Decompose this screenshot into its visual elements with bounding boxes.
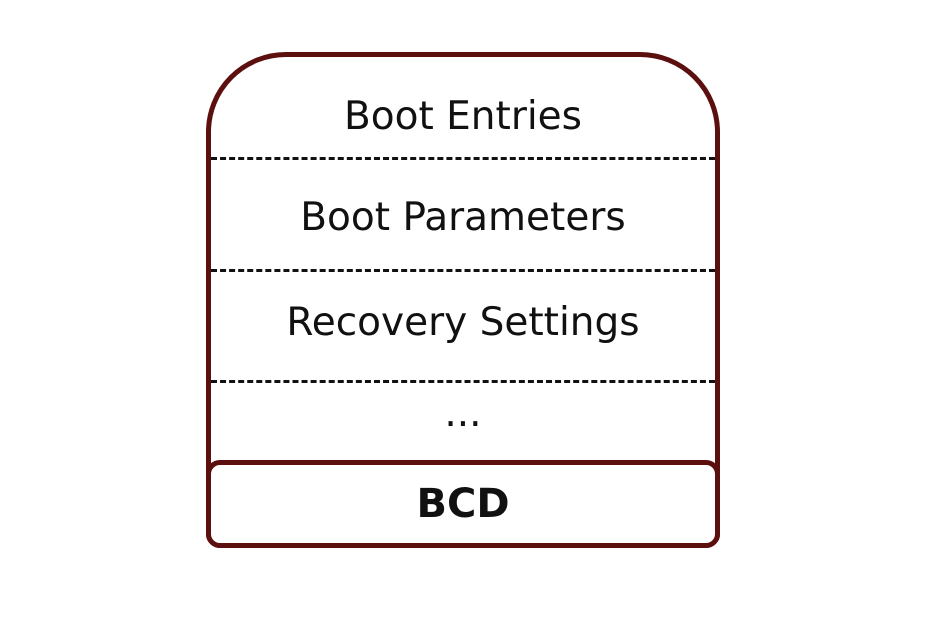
section-boot-entries-label: Boot Entries (344, 94, 582, 139)
bcd-base-box: BCD (206, 460, 720, 548)
section-divider (211, 269, 715, 272)
section-divider (211, 380, 715, 383)
section-boot-parameters-label: Boot Parameters (300, 195, 626, 240)
section-divider (211, 157, 715, 160)
bcd-label: BCD (416, 481, 510, 527)
section-recovery-settings-label: Recovery Settings (286, 300, 640, 345)
section-more-ellipsis: ... (444, 391, 482, 436)
